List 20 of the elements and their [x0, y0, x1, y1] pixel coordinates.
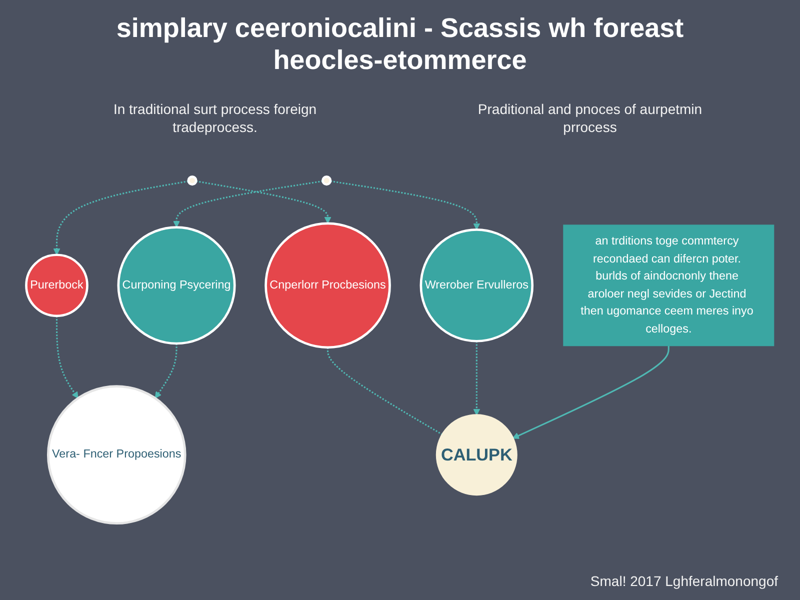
arrow [330, 180, 480, 230]
note-text: Praditional and pnoces of aurpetmin prrocess [476, 100, 704, 136]
arrow [154, 344, 178, 399]
node-circle: Wrerober Ervulleros [420, 228, 534, 342]
diagram-title: simplary ceeroniocalini - Scassis wh foreast heocles-etommerce [115, 12, 685, 76]
footer-note: Smal! 2017 Lghferalmonongof [589, 572, 778, 590]
arrow [196, 180, 332, 224]
node-circle: Purerbock [25, 254, 88, 318]
node-circle: Cnperlorr Procbesions [264, 222, 391, 349]
arrow [173, 180, 323, 228]
node-circle: CALUPK [436, 414, 518, 496]
node-box: an trditions toge commtercy recondaed can difercn poter. burlds of aindocnonly thene aroloer negl sevides or Jectind then ugomance ceem meres inyo celloges. [563, 224, 774, 346]
node-circle: Vera- Fncer Propoesions [46, 385, 186, 524]
arrow [473, 341, 480, 416]
node-circle: Curponing Psycering [117, 226, 236, 345]
arrow [53, 180, 189, 256]
arrow [512, 346, 670, 439]
node-circle [187, 176, 198, 186]
note-text: In traditional surt process foreign tradeprocess. [112, 100, 318, 136]
node-circle [322, 176, 332, 186]
